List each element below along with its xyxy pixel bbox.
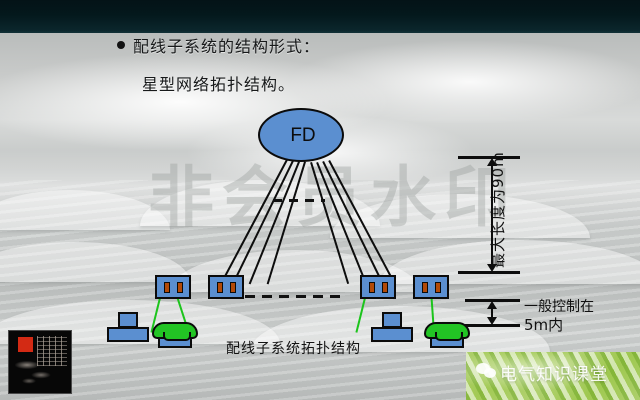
dimension-tick-bottom [458,271,520,274]
telecom-outlet[interactable] [360,275,396,299]
work-area-dimension-line [491,303,493,322]
work-area-arrow-up-icon [487,301,497,309]
telephone-icon[interactable] [424,322,470,348]
telecom-outlet[interactable] [208,275,244,299]
monitor-shape [118,312,138,328]
dimension-arrow-down-icon [487,264,497,272]
jack-icon [435,282,441,293]
brush-strokes [15,357,57,387]
red-seal-icon [18,337,33,352]
dashed-separator-upper [273,199,325,202]
dimension-line-vertical [491,160,493,268]
jack-icon [164,282,170,293]
diagram-caption: 配线子系统拓扑结构 [226,341,361,357]
dimension-arrow-up-icon [487,158,497,166]
monitor-shape [382,312,402,328]
dashed-separator-lower [245,295,347,298]
dimension-tick-top [458,156,520,159]
brand-watermark-band: 电气知识课堂 [466,352,640,400]
telecom-outlet[interactable] [413,275,449,299]
jack-icon [217,282,223,293]
jack-icon [382,282,388,293]
jack-icon [369,282,375,293]
jack-icon [230,282,236,293]
max-length-label: 最大长度为90m [489,151,507,268]
computer-icon[interactable] [371,312,413,342]
wechat-icon [476,363,498,380]
top-dark-band [0,0,640,33]
jack-icon [422,282,428,293]
work-area-arrow-down-icon [487,317,497,325]
work-area-tick-top [465,299,520,302]
brand-watermark-text: 电气知识课堂 [500,365,608,385]
bullet-text-line-1: 配线子系统的结构形式： [133,37,321,56]
computer-icon[interactable] [107,312,149,342]
background-watermark-text: 非会员水印 [148,159,518,236]
ink-painting-logo [8,330,72,394]
bullet-text-line-2: 星型网络拓扑结构。 [142,75,296,94]
computer-base-shape [107,327,149,342]
telecom-outlet[interactable] [155,275,191,299]
work-area-label-line-1: 一般控制在 [524,299,594,315]
work-area-label-line-2: 5m内 [524,316,564,334]
bullet-marker-icon [117,41,125,49]
work-area-tick-bottom [465,324,520,327]
phone-handset-shape [152,322,198,341]
jack-icon [177,282,183,293]
computer-base-shape [371,327,413,342]
fd-node[interactable]: FD [258,108,344,162]
phone-handset-shape [424,322,470,341]
telephone-icon[interactable] [152,322,198,348]
fd-node-label: FD [290,125,316,146]
